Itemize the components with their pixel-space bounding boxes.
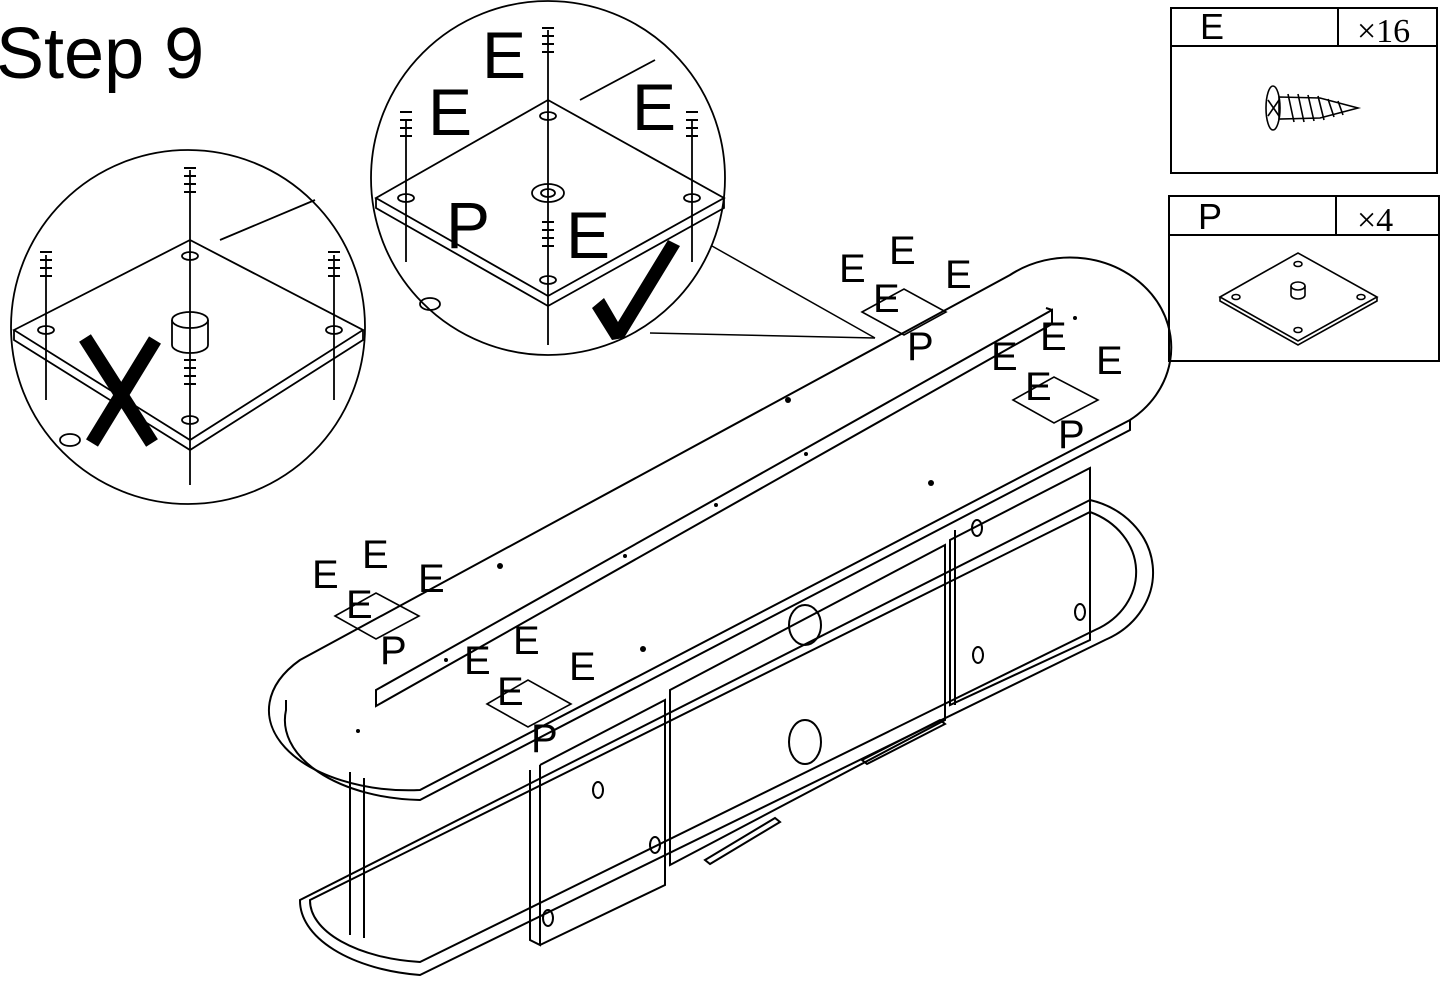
callout-e: E (1040, 315, 1067, 359)
detail-label-p: P (446, 188, 490, 262)
callout-e: E (839, 247, 866, 291)
part-p-qty: ×4 (1357, 202, 1393, 239)
detail-label-e-left: E (428, 75, 472, 149)
callout-labels: E E E E P E E E E P E E E E P E E E E P (312, 229, 1123, 761)
tv-stand-assembly (267, 256, 1173, 977)
part-box-p (1168, 195, 1440, 362)
detail-label-e-right: E (632, 70, 676, 144)
callout-e: E (497, 670, 524, 714)
leader-lines (649, 245, 876, 339)
detail-correct (370, 0, 726, 356)
callout-e: E (513, 619, 540, 663)
table-holes (356, 316, 1077, 733)
mounting-plate-icon (1218, 252, 1379, 346)
callout-p: P (907, 325, 934, 369)
screw-icon (40, 167, 340, 385)
plate-callouts (333, 288, 1100, 728)
step-title: Step 9 (0, 14, 204, 94)
callout-e: E (1025, 365, 1052, 409)
callout-e: E (464, 639, 491, 683)
callout-p: P (531, 717, 558, 761)
callout-e: E (362, 533, 389, 577)
callout-e: E (873, 277, 900, 321)
callout-e: E (889, 229, 916, 273)
check-mark-icon (592, 240, 680, 340)
part-e-letter: E (1200, 6, 1224, 47)
callout-e: E (346, 583, 373, 627)
callout-e: E (418, 557, 445, 601)
callout-e: E (312, 553, 339, 597)
screw-icon (400, 27, 698, 247)
callout-p: P (1058, 413, 1085, 457)
callout-e: E (1096, 339, 1123, 383)
detail-wrong (10, 149, 366, 505)
cross-mark-icon (79, 334, 161, 447)
part-box-e (1170, 7, 1438, 174)
callout-p: P (380, 629, 407, 673)
detail-label-e-top: E (482, 18, 526, 92)
part-e-qty: ×16 (1357, 13, 1410, 50)
callout-e: E (569, 645, 596, 689)
callout-e: E (991, 335, 1018, 379)
detail-label-e-center: E (566, 198, 610, 272)
callout-e: E (945, 253, 972, 297)
wood-screw-icon (1265, 85, 1362, 131)
part-p-letter: P (1198, 196, 1222, 237)
